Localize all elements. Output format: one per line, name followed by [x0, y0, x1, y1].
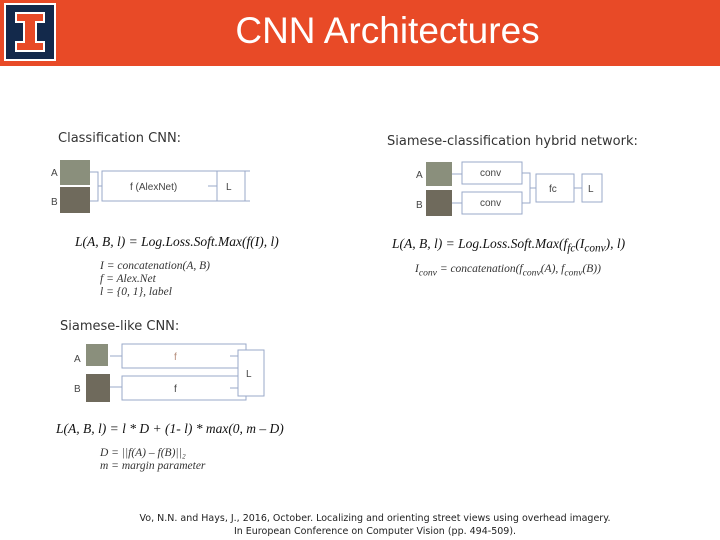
hybrid-def-f2-sub: conv — [564, 267, 583, 279]
classification-definition-line: I = concatenation(A, B) — [100, 260, 210, 272]
classification-image-b — [60, 187, 90, 213]
siamese-input-a-label: A — [74, 354, 81, 365]
siamese-loss-equation: L(A, B, l) = l * D + (1- l) * max(0, m –… — [56, 421, 284, 436]
hybrid-eq-mid: (I — [575, 236, 585, 251]
siamese-image-b — [86, 374, 110, 402]
siamese-f-top-box — [121, 343, 247, 369]
siamese-output-box — [237, 349, 265, 397]
classification-input-b-label: B — [51, 197, 58, 208]
siamese-cnn-diagram: A B f f L — [74, 343, 265, 402]
block-i-icon — [15, 12, 45, 52]
classification-input-a-label: A — [51, 168, 58, 179]
siamese-definitions: D = ||f(A) – f(B)||₂ m = margin paramete… — [100, 447, 205, 473]
hybrid-def-end: (B)) — [582, 263, 601, 275]
classification-definition-line: l = {0, 1}, label — [100, 286, 172, 298]
classification-output-box — [216, 170, 246, 202]
hybrid-def-i-sub: conv — [418, 267, 437, 279]
hybrid-fc-label: fc — [549, 184, 557, 195]
hybrid-fc-box — [535, 173, 575, 203]
siamese-image-a — [86, 344, 108, 366]
hybrid-image-b — [426, 190, 452, 216]
hybrid-eq-prefix: L(A, B, l) = Log.Loss.Soft.Max(f — [392, 236, 568, 251]
hybrid-input-b-label: B — [416, 200, 423, 211]
classification-definitions: I = concatenation(A, B) f = Alex.Net l =… — [100, 260, 210, 299]
hybrid-def-eq: = concatenation(f — [436, 263, 523, 275]
siamese-input-b-label: B — [74, 384, 81, 395]
hybrid-eq-sub-fc: fc — [567, 242, 576, 255]
siamese-f-bottom-label: f — [174, 384, 177, 395]
hybrid-def-i: I — [415, 263, 419, 275]
classification-image-a — [60, 160, 90, 185]
slide-header: CNN Architectures — [0, 0, 720, 66]
hybrid-input-a-label: A — [416, 170, 423, 181]
hybrid-def-f1-sub: conv — [522, 267, 541, 279]
classification-definition-line: f = Alex.Net — [100, 273, 156, 285]
classification-concat-bracket — [90, 171, 102, 202]
hybrid-image-a — [426, 162, 452, 186]
hybrid-eq-suffix: ), l) — [605, 236, 626, 251]
siamese-f-bottom-box — [121, 375, 247, 401]
classification-network-label: f (AlexNet) — [130, 182, 177, 193]
hybrid-definition: Iconv = concatenation(fconv(A), fconv(B)… — [415, 263, 601, 279]
classification-cnn-label: Classification CNN: — [58, 131, 182, 146]
slide-title: CNN Architectures — [235, 10, 540, 51]
citation-line: In European Conference on Computer Visio… — [233, 526, 517, 537]
siamese-definition-line: m = margin parameter — [100, 460, 206, 472]
hybrid-network-diagram: A B conv conv fc L — [416, 161, 603, 216]
siamese-f-top-label: f — [174, 352, 177, 363]
siamese-definition-line: D = ||f(A) – f(B)||₂ — [100, 447, 186, 459]
hybrid-conv-top-label: conv — [480, 168, 501, 179]
citation: Vo, N.N. and Hays, J., 2016, October. Lo… — [0, 512, 720, 538]
classification-output-label: L — [226, 182, 232, 193]
university-block-i-logo — [4, 3, 56, 61]
hybrid-eq-sub-conv: conv — [584, 242, 606, 255]
classification-cnn-diagram: A B f (AlexNet) L — [51, 160, 250, 213]
siamese-cnn-label: Siamese-like CNN: — [60, 319, 180, 334]
hybrid-conv-bottom-label: conv — [480, 198, 501, 209]
hybrid-def-mid: (A), f — [540, 263, 565, 275]
hybrid-output-label: L — [588, 184, 594, 195]
citation-line: Vo, N.N. and Hays, J., 2016, October. Lo… — [139, 513, 611, 524]
hybrid-network-label: Siamese-classification hybrid network: — [387, 134, 638, 149]
hybrid-merge-bracket — [522, 172, 536, 204]
hybrid-loss-equation: L(A, B, l) = Log.Loss.Soft.Max(ffc(Iconv… — [392, 236, 625, 255]
siamese-output-label: L — [246, 369, 252, 380]
classification-loss-equation: L(A, B, l) = Log.Loss.Soft.Max(f(I), l) — [75, 234, 279, 249]
hybrid-output-box — [581, 173, 603, 203]
